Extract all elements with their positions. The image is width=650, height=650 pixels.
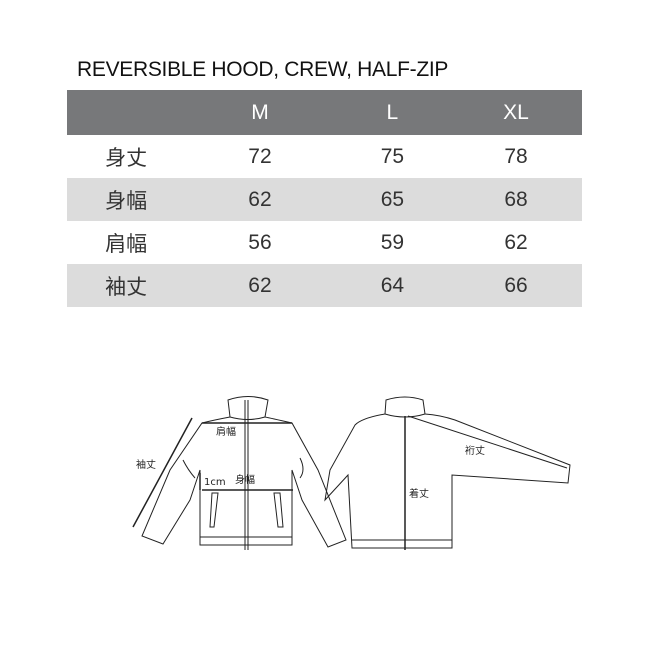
cell: 68 [450,178,582,221]
cell: 66 [450,264,582,307]
chart-title: REVERSIBLE HOOD, CREW, HALF-ZIP [77,58,449,81]
cell: 65 [334,178,450,221]
table-row: 袖丈 62 64 66 [67,264,582,307]
cell: 75 [380,144,405,168]
header-l: L [334,90,450,135]
row-label: 袖丈 [67,264,186,307]
row-label: 身幅 [67,178,186,221]
cell: 62 [185,264,335,307]
row-label: 肩幅 [105,232,148,256]
table-row: 肩幅 56 59 62 [67,221,582,264]
cell: 62 [504,230,528,254]
cell: 78 [504,144,528,168]
header-blank [67,90,186,135]
label-length: 着丈 [409,487,429,500]
cell: 72 [248,144,272,168]
row-label: 身丈 [105,146,148,170]
label-yuki: 裄丈 [465,444,485,457]
label-width: 身幅 [235,473,255,486]
back-jacket [324,396,571,550]
label-offset: 1cm [204,477,226,488]
table-row: 身丈 72 75 78 [67,135,582,178]
cell: 59 [380,230,405,254]
label-sleeve: 袖丈 [136,458,156,471]
cell: 56 [248,230,272,254]
header-xl: XL [450,90,582,135]
table-row: 身幅 62 65 68 [67,178,582,221]
label-shoulder: 肩幅 [216,425,236,438]
cell: 64 [334,264,450,307]
cell: 62 [185,178,335,221]
front-jacket [132,396,347,550]
header-m: M [185,90,335,135]
table-header: M L XL [67,90,582,135]
size-table: M L XL 身丈 72 75 78 身幅 62 65 68 肩幅 56 59 … [67,90,582,307]
